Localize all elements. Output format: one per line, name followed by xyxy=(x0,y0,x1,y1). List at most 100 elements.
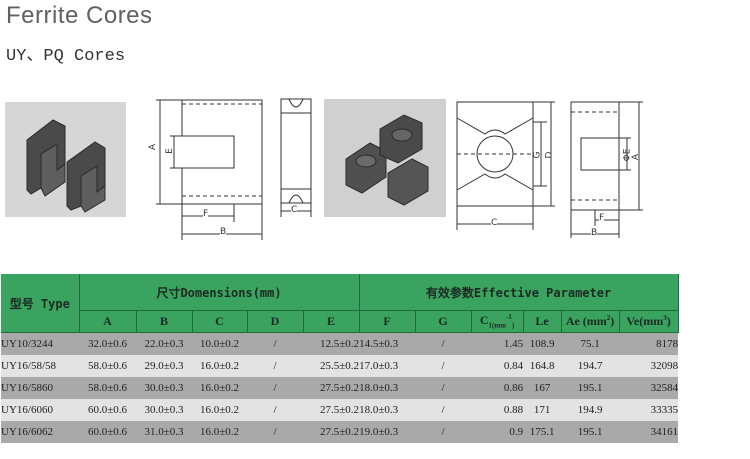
cell-a: 60.0±0.6 xyxy=(79,399,136,421)
cell-ve: 8178 xyxy=(619,332,679,355)
cell-g: / xyxy=(415,399,472,421)
cell-ve: 34161 xyxy=(619,421,679,443)
header-ae: Ae (mm2) xyxy=(561,310,620,333)
cell-f: 17.0±0.3 xyxy=(359,355,416,377)
cell-le: 167 xyxy=(523,377,562,399)
cell-c1: 0.84 xyxy=(471,355,524,377)
label-g: G xyxy=(532,151,543,159)
pq-side-diagram: ΦE A F B xyxy=(565,98,645,240)
page-title: Ferrite Cores xyxy=(6,2,153,29)
table-row: UY16/6062 60.0±0.6 31.0±0.3 16.0±0.2 / 2… xyxy=(1,421,679,443)
header-le: Le xyxy=(523,310,562,333)
header-c: C xyxy=(192,310,248,333)
table-row: UY16/6060 60.0±0.6 30.0±0.3 16.0±0.2 / 2… xyxy=(1,399,679,421)
uy-front-diagram: A E F B xyxy=(148,92,274,240)
label-a-pq: A xyxy=(631,153,642,161)
table-header-row-2: A B C D E F G C1(mm-1) Le Ae (mm2) Ve(mm… xyxy=(1,310,679,333)
label-f-pq: F xyxy=(599,213,605,223)
header-f: F xyxy=(359,310,416,333)
cell-c: 16.0±0.2 xyxy=(192,399,247,421)
header-effective: 有效参数Effective Parameter xyxy=(359,274,679,311)
cell-ae: 75.1 xyxy=(561,332,620,355)
label-f: F xyxy=(203,209,209,219)
cell-type: UY16/6062 xyxy=(1,421,79,443)
cell-c: 10.0±0.2 xyxy=(192,332,247,355)
pq-core-photo xyxy=(324,99,446,217)
header-type: 型号 Type xyxy=(1,274,80,333)
label-b: B xyxy=(220,227,227,237)
cell-ae: 195.1 xyxy=(561,421,620,443)
cell-le: 175.1 xyxy=(523,421,562,443)
cell-f: 18.0±0.3 xyxy=(359,377,416,399)
label-e: E xyxy=(164,148,175,154)
cell-f: 18.0±0.3 xyxy=(359,399,416,421)
table-row: UY10/3244 32.0±0.6 22.0±0.3 10.0±0.2 / 1… xyxy=(1,332,679,355)
cell-a: 58.0±0.6 xyxy=(79,355,136,377)
cell-ve: 33335 xyxy=(619,399,679,421)
cell-d: / xyxy=(247,332,303,355)
cell-type: UY16/58/58 xyxy=(1,355,79,377)
cell-f: 19.0±0.3 xyxy=(359,421,416,443)
cell-c1: 0.88 xyxy=(471,399,524,421)
table-row: UY16/5860 58.0±0.6 30.0±0.3 16.0±0.2 / 2… xyxy=(1,377,679,399)
cell-b: 30.0±0.3 xyxy=(136,399,192,421)
header-e: E xyxy=(303,310,360,333)
cell-b: 22.0±0.3 xyxy=(136,332,192,355)
label-c: C xyxy=(291,205,298,215)
cell-b: 30.0±0.3 xyxy=(136,377,192,399)
cell-e: 27.5±0.2 xyxy=(303,399,360,421)
cell-ve: 32584 xyxy=(619,377,679,399)
cell-b: 29.0±0.3 xyxy=(136,355,192,377)
table-row: UY16/58/58 58.0±0.6 29.0±0.3 16.0±0.2 / … xyxy=(1,355,679,377)
uy-core-photo xyxy=(5,102,126,217)
cell-d: / xyxy=(247,377,303,399)
cell-ae: 194.9 xyxy=(561,399,620,421)
header-a: A xyxy=(79,310,137,333)
cell-c1: 1.45 xyxy=(471,332,524,355)
label-d: D xyxy=(544,151,555,159)
header-c1: C1(mm-1) xyxy=(471,310,524,333)
cell-ve: 32098 xyxy=(619,355,679,377)
cell-c1: 0.86 xyxy=(471,377,524,399)
cell-g: / xyxy=(415,377,472,399)
header-ve: Ve(mm3) xyxy=(619,310,679,333)
pq-front-diagram: G D C xyxy=(453,98,557,234)
table-header-row-1: 型号 Type 尺寸Domensions(mm) 有效参数Effective P… xyxy=(1,274,679,333)
page-subtitle: UY、PQ Cores xyxy=(6,47,126,66)
header-d: D xyxy=(247,310,304,333)
cell-le: 164.8 xyxy=(523,355,562,377)
label-c-pq: C xyxy=(491,218,498,228)
spec-table: 型号 Type 尺寸Domensions(mm) 有效参数Effective P… xyxy=(1,274,679,443)
cell-b: 31.0±0.3 xyxy=(136,421,192,443)
cell-d: / xyxy=(247,399,303,421)
label-a: A xyxy=(148,143,159,151)
cell-a: 32.0±0.6 xyxy=(79,332,136,355)
cell-e: 25.5±0.2 xyxy=(303,355,360,377)
header-g: G xyxy=(415,310,472,333)
cell-type: UY16/5860 xyxy=(1,377,79,399)
cell-d: / xyxy=(247,355,303,377)
cell-le: 171 xyxy=(523,399,562,421)
label-b-pq: B xyxy=(591,228,598,238)
cell-d: / xyxy=(247,421,303,443)
cell-le: 108.9 xyxy=(523,332,562,355)
cell-c: 16.0±0.2 xyxy=(192,421,247,443)
cell-a: 60.0±0.6 xyxy=(79,421,136,443)
cell-ae: 194.7 xyxy=(561,355,620,377)
cell-e: 12.5±0.2 xyxy=(303,332,360,355)
cell-c1: 0.9 xyxy=(471,421,524,443)
cell-g: / xyxy=(415,421,472,443)
cell-ae: 195.1 xyxy=(561,377,620,399)
cell-type: UY10/3244 xyxy=(1,332,79,355)
cell-e: 27.5±0.2 xyxy=(303,377,360,399)
cell-c: 16.0±0.2 xyxy=(192,355,247,377)
cell-g: / xyxy=(415,355,472,377)
cell-type: UY16/6060 xyxy=(1,399,79,421)
header-b: B xyxy=(136,310,193,333)
cell-a: 58.0±0.6 xyxy=(79,377,136,399)
uy-side-diagram: C xyxy=(275,95,317,220)
cell-c: 16.0±0.2 xyxy=(192,377,247,399)
cell-g: / xyxy=(415,332,472,355)
cell-e: 27.5±0.2 xyxy=(303,421,360,443)
header-dimensions: 尺寸Domensions(mm) xyxy=(79,274,360,311)
